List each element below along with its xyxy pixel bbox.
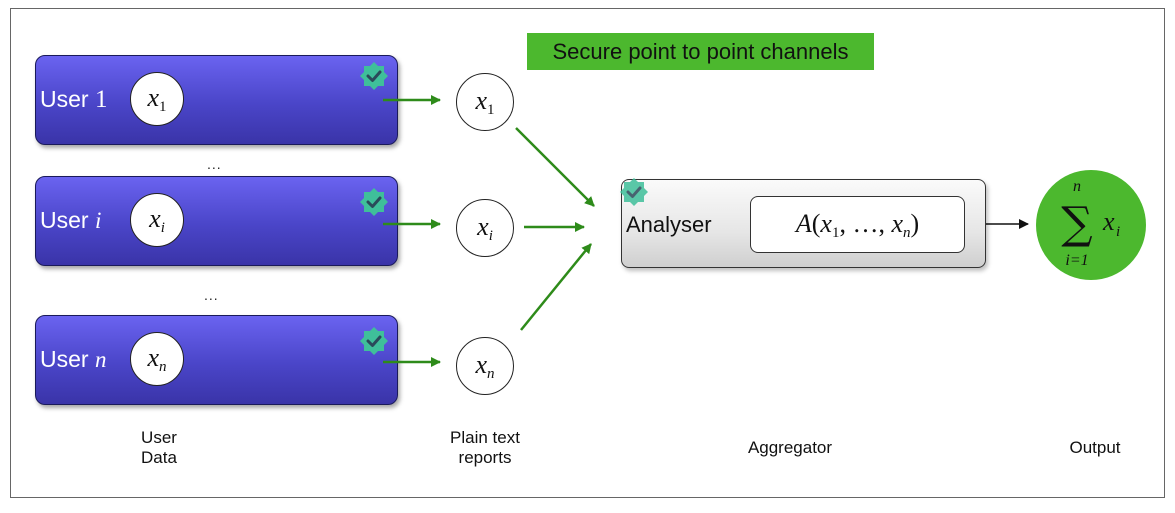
user-value-circle-n: xn <box>130 332 184 386</box>
report-circle-1: x1 <box>456 73 514 131</box>
sum-lower-limit: i=1 <box>1065 252 1088 269</box>
user-label-i: User i <box>40 207 102 233</box>
sigma-icon: ∑ <box>1061 198 1092 249</box>
analyser-formula-box: A(x1, …, xn) <box>750 196 965 253</box>
output-circle: n ∑ i=1 x i <box>1036 170 1146 280</box>
user-box-1: User 1 x1 <box>35 55 398 145</box>
verified-badge-icon <box>620 178 648 206</box>
caption-user-data: User Data <box>141 428 177 467</box>
user-value-circle-1: x1 <box>130 72 184 126</box>
report-circle-n: xn <box>456 337 514 395</box>
user-box-i: User i xi <box>35 176 398 266</box>
secure-channels-banner: Secure point to point channels <box>527 33 874 70</box>
sum-upper-limit: n <box>1073 178 1081 195</box>
reportn-to-analyser-arrow <box>520 243 592 331</box>
sum-variable: x <box>1102 207 1115 236</box>
verified-badge-icon <box>360 327 388 355</box>
verified-badge-icon <box>360 62 388 90</box>
caption-aggregator: Aggregator <box>747 438 833 457</box>
report1-to-analyser-arrow <box>515 127 595 207</box>
report-circle-i: xi <box>456 199 514 257</box>
sum-formula: n ∑ i=1 x i <box>1061 178 1120 269</box>
sum-variable-subscript: i <box>1116 224 1120 240</box>
caption-plain-text-reports: Plain text reports <box>450 428 520 467</box>
ellipsis-upper: ... <box>207 156 222 172</box>
caption-output: Output <box>1069 438 1121 457</box>
user-label-n: User n <box>40 346 107 372</box>
user-value-circle-i: xi <box>130 193 184 247</box>
diagram-frame <box>10 8 1165 498</box>
analyser-label: Analyser <box>626 212 712 237</box>
analyser-box: Analyser A(x1, …, xn) <box>621 179 986 268</box>
user-label-1: User 1 <box>40 86 108 113</box>
verified-badge-icon <box>360 188 388 216</box>
user-box-n: User n xn <box>35 315 398 405</box>
ellipsis-lower: ... <box>204 287 219 303</box>
